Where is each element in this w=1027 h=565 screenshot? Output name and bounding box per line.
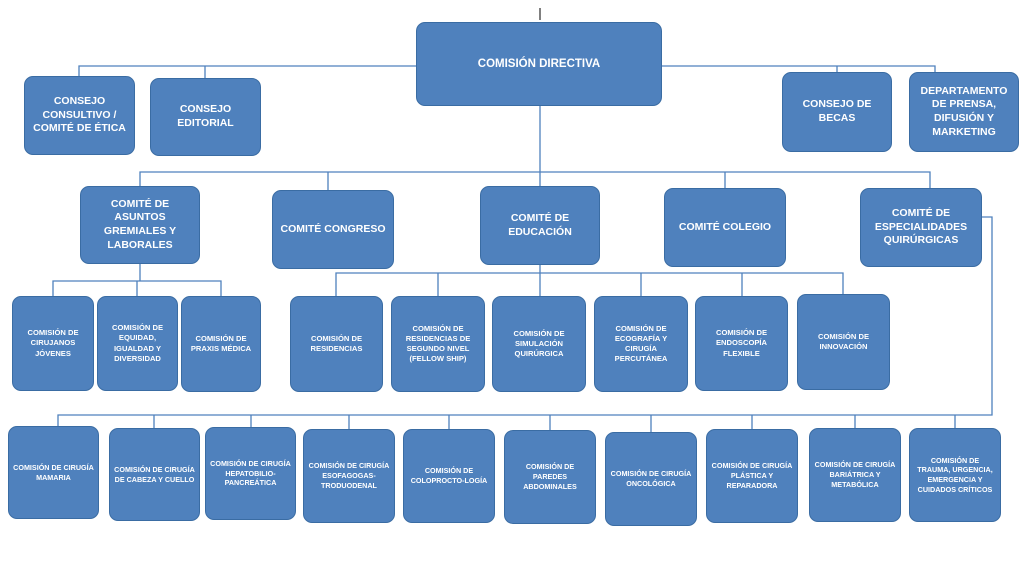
comision-directiva-label: COMISIÓN DIRECTIVA (477, 57, 601, 70)
comite-congreso-box: COMITÉ CONGRESO (272, 190, 394, 269)
comision-plastica-box: COMISIÓN DE CIRUGÍA PLÁSTICA Y REPARADOR… (706, 429, 798, 523)
comite-educacion-label: COMITÉ DE EDUCACIÓN (508, 211, 572, 238)
comite-especialidades-label: COMITÉ DE ESPECIALIDADES QUIRÚRGICAS (874, 207, 968, 247)
comision-endoscopia-label: COMISIÓN DE ENDOSCOPÍA FLEXIBLE (715, 328, 768, 358)
comite-congreso-label: COMITÉ CONGRESO (280, 222, 386, 235)
consejo-becas-label: CONSEJO DE BECAS (802, 98, 872, 124)
comite-gremiales-label: COMITÉ DE ASUNTOS GREMIALES Y LABORALES (103, 197, 177, 251)
comision-praxis-box: COMISIÓN DE PRAXIS MÉDICA (181, 296, 261, 392)
consejo-consultivo-label: CONSEJO CONSULTIVO / COMITÉ DE ÉTICA (33, 95, 126, 135)
comision-oncologica-label: COMISIÓN DE CIRUGÍA ONCOLÓGICA (610, 469, 692, 488)
comision-paredes-label: COMISIÓN DE PAREDES ABDOMINALES (523, 462, 577, 491)
comision-mamaria-box: COMISIÓN DE CIRUGÍA MAMARIA (8, 426, 99, 519)
comision-residencias-label: COMISIÓN DE RESIDENCIAS (310, 333, 363, 353)
comision-cirujanos-jovenes-label: COMISIÓN DE CIRUJANOS JÓVENES (27, 328, 79, 358)
comite-educacion-box: COMITÉ DE EDUCACIÓN (480, 186, 600, 265)
comision-endoscopia-box: COMISIÓN DE ENDOSCOPÍA FLEXIBLE (695, 296, 788, 391)
comision-paredes-box: COMISIÓN DE PAREDES ABDOMINALES (504, 430, 596, 524)
comision-ecografia-label: COMISIÓN DE ECOGRAFÍA Y CIRUGÍA PERCUTÁN… (614, 323, 668, 364)
comite-gremiales-box: COMITÉ DE ASUNTOS GREMIALES Y LABORALES (80, 186, 200, 264)
comision-trauma-label: COMISIÓN DE TRAUMA, URGENCIA, EMERGENCIA… (917, 455, 993, 494)
comision-equidad-label: COMISIÓN DE EQUIDAD, IGUALDAD Y DIVERSID… (111, 323, 164, 363)
comision-innovacion-label: COMISIÓN DE INNOVACIÓN (817, 331, 870, 351)
comite-especialidades-box: COMITÉ DE ESPECIALIDADES QUIRÚRGICAS (860, 188, 982, 267)
comision-ecografia-box: COMISIÓN DE ECOGRAFÍA Y CIRUGÍA PERCUTÁN… (594, 296, 688, 392)
comite-colegio-box: COMITÉ COLEGIO (664, 188, 786, 267)
comision-praxis-label: COMISIÓN DE PRAXIS MÉDICA (190, 333, 252, 353)
comision-fellow-box: COMISIÓN DE RESIDENCIAS DE SEGUNDO NIVEL… (391, 296, 485, 392)
comision-mamaria-label: COMISIÓN DE CIRUGÍA MAMARIA (13, 462, 94, 482)
comision-trauma-box: COMISIÓN DE TRAUMA, URGENCIA, EMERGENCIA… (909, 428, 1001, 522)
comision-hepatobilio-box: COMISIÓN DE CIRUGÍA HEPATOBILIO-PANCREÁT… (205, 427, 296, 520)
comision-simulacion-box: COMISIÓN DE SIMULACIÓN QUIRÚRGICA (492, 296, 586, 392)
comision-cirujanos-jovenes-box: COMISIÓN DE CIRUJANOS JÓVENES (12, 296, 94, 391)
comision-esofagogastro-box: COMISIÓN DE CIRUGÍA ESOFAGOGAS-TRODUODEN… (303, 429, 395, 523)
comision-fellow-label: COMISIÓN DE RESIDENCIAS DE SEGUNDO NIVEL… (405, 323, 471, 364)
comision-hepatobilio-label: COMISIÓN DE CIRUGÍA HEPATOBILIO-PANCREÁT… (210, 458, 291, 488)
comision-residencias-box: COMISIÓN DE RESIDENCIAS (290, 296, 383, 392)
comision-simulacion-label: COMISIÓN DE SIMULACIÓN QUIRÚRGICA (513, 328, 565, 359)
comision-plastica-label: COMISIÓN DE CIRUGÍA PLÁSTICA Y REPARADOR… (711, 461, 793, 490)
comite-colegio-label: COMITÉ COLEGIO (678, 220, 772, 233)
comision-bariatrica-label: COMISIÓN DE CIRUGÍA BARIÁTRICA Y METABÓL… (814, 460, 896, 489)
consejo-editorial-box: CONSEJO EDITORIAL (150, 78, 261, 156)
comision-cabeza-cuello-label: COMISIÓN DE CIRUGÍA DE CABEZA Y CUELLO (114, 464, 195, 484)
consejo-editorial-label: CONSEJO EDITORIAL (177, 103, 234, 129)
departamento-prensa-label: DEPARTAMENTO DE PRENSA, DIFUSIÓN Y MARKE… (920, 84, 1008, 138)
comision-cabeza-cuello-box: COMISIÓN DE CIRUGÍA DE CABEZA Y CUELLO (109, 428, 200, 521)
comision-directiva-box: COMISIÓN DIRECTIVA (416, 22, 662, 106)
comision-bariatrica-box: COMISIÓN DE CIRUGÍA BARIÁTRICA Y METABÓL… (809, 428, 901, 522)
comision-coloproctologia-label: COMISIÓN DE COLOPROCTO-LOGÍA (410, 466, 488, 485)
departamento-prensa-box: DEPARTAMENTO DE PRENSA, DIFUSIÓN Y MARKE… (909, 72, 1019, 152)
comision-oncologica-box: COMISIÓN DE CIRUGÍA ONCOLÓGICA (605, 432, 697, 526)
comision-equidad-box: COMISIÓN DE EQUIDAD, IGUALDAD Y DIVERSID… (97, 296, 178, 391)
comision-innovacion-box: COMISIÓN DE INNOVACIÓN (797, 294, 890, 390)
consejo-consultivo-box: CONSEJO CONSULTIVO / COMITÉ DE ÉTICA (24, 76, 135, 155)
consejo-becas-box: CONSEJO DE BECAS (782, 72, 892, 152)
comision-coloproctologia-box: COMISIÓN DE COLOPROCTO-LOGÍA (403, 429, 495, 523)
comision-esofagogastro-label: COMISIÓN DE CIRUGÍA ESOFAGOGAS-TRODUODEN… (308, 461, 390, 490)
